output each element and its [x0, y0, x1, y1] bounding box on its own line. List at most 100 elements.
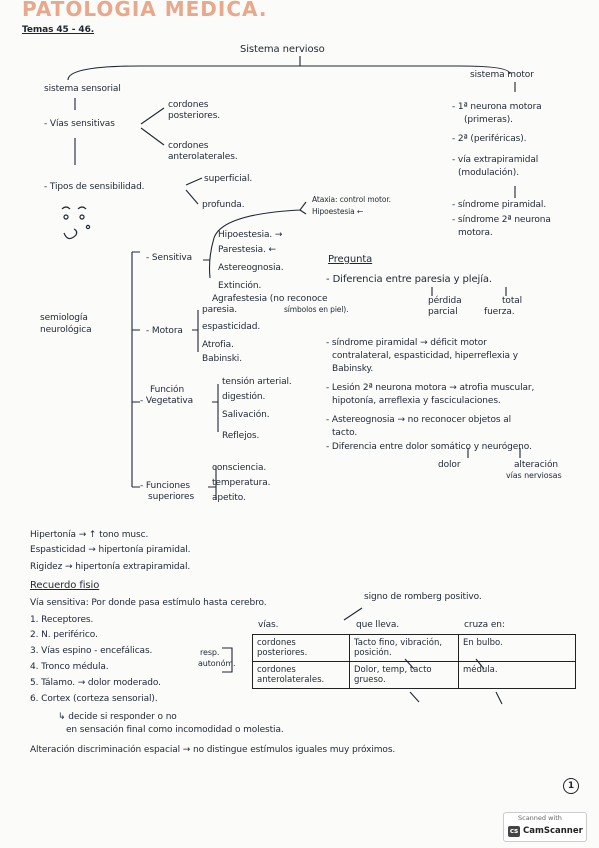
motor-item-2: (primeras). — [464, 115, 513, 125]
branch-profunda — [185, 189, 199, 205]
q1-total: total — [502, 296, 523, 306]
table-header-lleva: que lleva. — [356, 620, 400, 630]
brace-vegetativa — [212, 384, 219, 432]
pregunta-alteracion: alteración — [514, 460, 558, 470]
pregunta-vias: vías nerviosas — [506, 471, 562, 480]
step-5: 5. Tálamo. → dolor moderado. — [30, 678, 161, 688]
branch-cordones-post — [140, 107, 165, 125]
sensitiva-item-1: Hipoestesia. → — [218, 230, 283, 240]
brace-sensitiva — [203, 237, 215, 279]
superiores-item-2: temperatura. — [212, 478, 271, 488]
table-cell: cordones posteriores. — [252, 634, 350, 662]
table-cell: médula. — [458, 661, 576, 689]
page-number: 1 — [563, 778, 579, 794]
vegetativa-item-1: tensión arterial. — [222, 377, 292, 387]
hiper-1: Hipertonía → ↑ tono musc. — [30, 530, 149, 540]
hipoestesia-label: Hipoestesia ← — [312, 207, 364, 216]
motora-item-4: Babinski. — [202, 354, 242, 364]
vegetativa-label-2: - Vegetativa — [140, 396, 194, 406]
camscanner-logo-icon: cs — [508, 826, 520, 837]
motor-item-3: - 2ª (periféricas). — [452, 134, 527, 144]
sensitiva-item-3: Astereognosia. — [218, 263, 284, 273]
motora-item-1: paresia. — [202, 305, 238, 315]
pregunta-item-7: tacto. — [332, 428, 358, 438]
root-brace — [67, 65, 511, 81]
romberg-label: signo de romberg positivo. — [364, 592, 482, 602]
sensitiva-item-4: Extinción. — [218, 281, 262, 291]
cordones-post-2: posteriores. — [168, 111, 221, 121]
motor-item-1: - 1ª neurona motora — [452, 102, 542, 112]
table-row: cordones anterolaterales. Dolor, temp, t… — [252, 661, 576, 689]
motor-item-7: - síndrome 2ª neurona — [452, 215, 551, 225]
branch-cordones-ant — [140, 127, 165, 146]
arrows-paresia — [431, 287, 507, 296]
pregunta-item-1: - síndrome piramidal → déficit motor — [326, 338, 487, 348]
camscanner-badge: Scanned with cs CamScanner — [503, 812, 587, 842]
table-row: cordones posteriores. Tacto fino, vibrac… — [252, 634, 576, 662]
scanned-with-label: Scanned with — [518, 814, 562, 822]
tipos-sensibilidad: - Tipos de sensibilidad. — [44, 182, 145, 192]
pregunta-item-5: hipotonía, arreflexia y fasciculaciones. — [332, 396, 501, 406]
page-title: PATOLOGÍA MÉDICA. — [22, 0, 268, 21]
step-3: 3. Vías espino - encefálicas. — [30, 646, 153, 656]
topics-label: Temas 45 - 46. — [22, 25, 95, 35]
brace-motora — [192, 310, 199, 352]
root-node: Sistema nervioso — [240, 44, 325, 55]
hiper-3: Rigidez → hipertonía extrapiramidal. — [30, 562, 191, 572]
recuerdo-final: Alteración discriminación espacial → no … — [30, 745, 396, 755]
motora-item-2: espasticidad. — [202, 322, 261, 332]
motor-item-8: motora. — [458, 228, 493, 238]
recuerdo-title: Recuerdo fisio — [30, 580, 100, 591]
superiores-label-1: - Funciones — [140, 481, 190, 491]
q1-parcial: parcial — [428, 307, 458, 317]
cordones-ant-1: cordones — [168, 141, 209, 151]
pregunta-q1: - Diferencia entre paresia y plejía. — [326, 274, 492, 285]
sensitiva-item-6: símbolos en piel). — [284, 305, 349, 314]
pregunta-item-4: - Lesión 2ª neurona motora → atrofia mus… — [326, 383, 535, 393]
step-2: 2. N. periférico. — [30, 630, 98, 640]
sensory-title: sistema sensorial — [44, 84, 121, 94]
motor-item-4: - vía extrapiramidal — [452, 155, 539, 165]
vias-table: cordones posteriores. Tacto fino, vibrac… — [252, 634, 576, 689]
table-cell: Dolor, temp, tacto grueso. — [349, 661, 459, 689]
note-2: en sensación final como incomodidad o mo… — [66, 725, 284, 735]
vegetativa-item-3: Salivación. — [222, 410, 270, 420]
cordones-post-1: cordones — [168, 100, 209, 110]
romberg-pointer — [343, 607, 363, 621]
vias-sensitivas: - Vías sensitivas — [44, 119, 115, 129]
ataxia-label: Ataxia: control motor. — [312, 195, 391, 204]
vegetativa-item-2: digestión. — [222, 392, 266, 402]
step-1: 1. Receptores. — [30, 615, 94, 625]
pregunta-item-3: Babinsky. — [332, 364, 374, 374]
note-1: ↳ decide si responder o no — [58, 712, 177, 722]
superiores-item-3: apetito. — [212, 493, 246, 503]
sensitiva-item-2: Parestesia. ← — [218, 245, 276, 255]
superficial-label: superficial. — [204, 174, 253, 184]
pregunta-item-2: contralateral, espasticidad, hiperreflex… — [332, 351, 518, 361]
table-cell: cordones anterolaterales. — [252, 661, 350, 689]
main-brace-semiologia — [131, 251, 140, 488]
cordones-ant-2: anterolaterales. — [168, 152, 238, 162]
vegetativa-item-4: Reflejos. — [222, 431, 260, 441]
table-header-cruza: cruza en: — [464, 620, 505, 630]
step-4: 4. Tronco médula. — [30, 662, 109, 672]
motor-item-5: (modulación). — [458, 168, 519, 178]
camscanner-name: CamScanner — [523, 826, 583, 836]
pregunta-item-8: - Diferencia entre dolor somático y neur… — [326, 442, 532, 452]
recuerdo-via: Vía sensitiva: Por donde pasa estímulo h… — [30, 598, 267, 608]
table-header-vias: vías. — [258, 620, 279, 630]
superiores-item-1: consciencia. — [212, 463, 267, 473]
doodle-face-icon — [61, 206, 91, 240]
q1-fuerza: fuerza. — [484, 307, 515, 317]
resp-1: resp. — [200, 648, 220, 657]
semiologia-title-1: semiología — [40, 313, 88, 323]
sensitiva-label: - Sensitiva — [146, 253, 193, 263]
motora-label: - Motora — [146, 326, 183, 336]
resp-2: autonóm. — [198, 659, 236, 668]
motora-item-3: Atrofia. — [202, 340, 234, 350]
profunda-label: profunda. — [202, 200, 245, 210]
pregunta-item-6: - Astereognosia → no reconocer objetos a… — [326, 415, 512, 425]
vegetativa-label-1: Función — [150, 385, 185, 395]
motor-title: sistema motor — [470, 70, 534, 80]
semiologia-title-2: neurológica — [40, 325, 92, 335]
